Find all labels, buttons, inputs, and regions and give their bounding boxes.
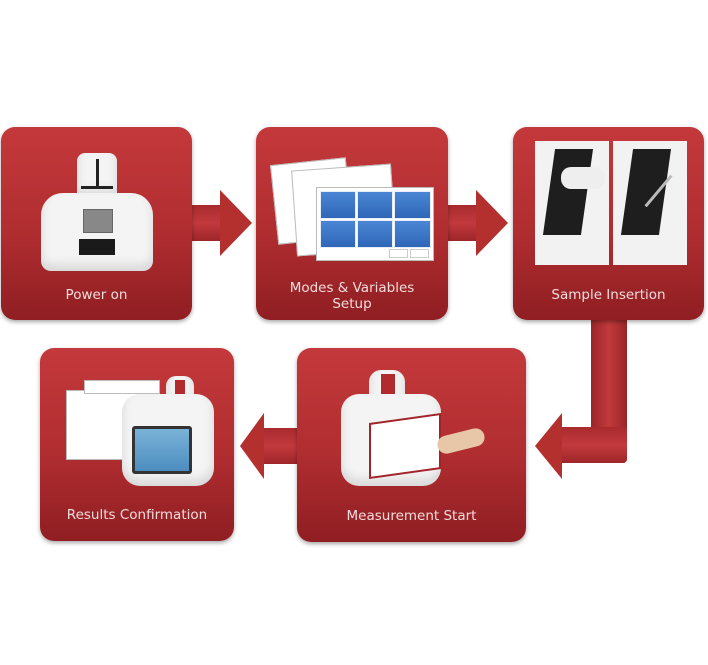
step-label-line-1: Modes & Variables bbox=[289, 280, 415, 296]
step-label: Power on bbox=[65, 287, 128, 303]
step-measurement-start: Measurement Start bbox=[297, 348, 526, 542]
software-screens-image bbox=[270, 153, 434, 265]
step-label-line-2: Setup bbox=[332, 296, 372, 312]
step-modes-variables-setup: Modes & Variables Setup bbox=[256, 127, 448, 320]
step-sample-insertion: Sample Insertion bbox=[513, 127, 704, 320]
step-label: Sample Insertion bbox=[551, 287, 666, 303]
device-front-image bbox=[41, 153, 153, 271]
step-label: Measurement Start bbox=[346, 508, 477, 524]
step-label: Results Confirmation bbox=[66, 507, 208, 523]
arrow-right-icon bbox=[476, 190, 508, 256]
step-results-confirmation: Results Confirmation bbox=[40, 348, 234, 541]
touchscreen-device-image bbox=[341, 370, 491, 488]
arrow-left-icon bbox=[535, 413, 562, 479]
step-power-on: Power on bbox=[1, 127, 192, 320]
sample-photos-image bbox=[535, 141, 687, 265]
arrow-right-icon bbox=[220, 190, 252, 256]
arrow-left-icon bbox=[240, 413, 264, 479]
results-chart-device-image bbox=[66, 376, 216, 488]
